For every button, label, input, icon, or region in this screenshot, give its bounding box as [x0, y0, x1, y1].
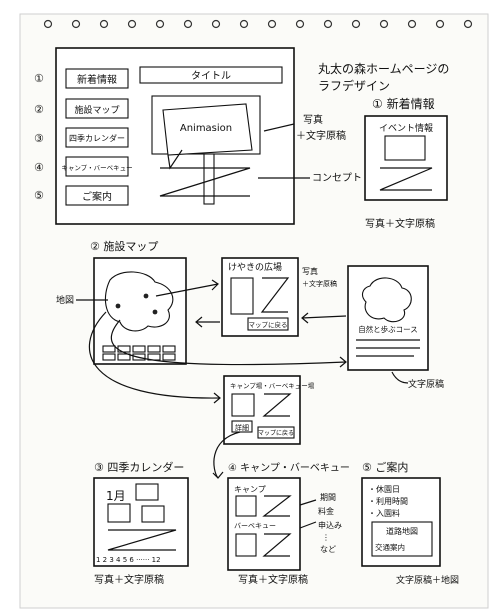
- camp-back-to-map-button[interactable]: マップに戻る: [257, 426, 295, 439]
- guide-item-fee: ・入園料: [368, 508, 400, 518]
- map-marker-1[interactable]: [143, 293, 149, 299]
- map-marker-3[interactable]: [115, 303, 121, 309]
- keyaki-note-1: 写真: [302, 266, 318, 276]
- menu-button-guide[interactable]: ご案内: [65, 185, 129, 206]
- bbq-label: バーベキュー: [234, 522, 276, 530]
- seasons-month: 1月: [106, 489, 126, 503]
- road-map-box: [371, 521, 433, 557]
- menu-number-2: ②: [34, 103, 44, 116]
- menu-button-calendar[interactable]: 四季カレンダー: [65, 127, 129, 148]
- camp-back-label: マップに戻る: [258, 429, 294, 437]
- guide-item-closed-days: ・休園日: [368, 484, 400, 494]
- keyaki-note-2: ＋文字原稿: [302, 279, 337, 288]
- svg-text:⋮: ⋮: [322, 533, 330, 542]
- news-section: ① 新着情報 イベント情報 写真＋文字原稿: [364, 96, 448, 230]
- signboard: [162, 103, 253, 156]
- svg-text:料金: 料金: [318, 506, 334, 516]
- menu-number-3: ③: [34, 132, 44, 145]
- menu-label-news: 新着情報: [77, 73, 117, 86]
- concept-note: コンセプト: [312, 172, 362, 184]
- camp-text-placeholder: [262, 495, 292, 517]
- seasons-days[interactable]: 1 2 3 4 5 6 ······ 12: [96, 556, 161, 564]
- camp-detail-title: キャンプ場・バーベキュー場: [230, 381, 315, 390]
- seasons-section: ③ 四季カレンダー 1月 1 2 3 4 5 6 ······ 12 写真＋文字…: [93, 460, 189, 586]
- news-photo: [384, 135, 426, 161]
- photo-note-2: ＋文字原稿: [296, 129, 346, 142]
- news-text-placeholder: [379, 167, 433, 191]
- camp-heading: ④ キャンプ・バーベキュー: [228, 462, 350, 474]
- binding-holes: [43, 19, 473, 29]
- menu-button-camp-bbq[interactable]: キャンプ・バーベキュー: [61, 156, 133, 177]
- sheet-title-line1: 丸太の森ホームページの: [318, 61, 449, 76]
- course-title: 自然と歩ぶコース: [358, 324, 418, 334]
- guide-heading: ⑤ ご案内: [362, 460, 408, 474]
- photo-note-1: 写真: [303, 113, 323, 126]
- menu-label-guide: ご案内: [82, 190, 112, 203]
- bbq-photo: [235, 533, 257, 557]
- camp-bbq-section: ④ キャンプ・バーベキュー キャンプ バーベキュー 期間 料金 申込み ⋮ など…: [227, 462, 350, 586]
- flow-arrows: [88, 279, 347, 479]
- seasons-photo-1: [135, 483, 159, 501]
- course-caption: 文字原稿: [408, 378, 444, 390]
- camp-photo: [235, 495, 257, 517]
- guide-item-hours: ・利用時間: [368, 496, 408, 506]
- menu-label-calendar: 四季カレンダー: [69, 133, 125, 143]
- menu-label-facility-map: 施設マップ: [74, 104, 119, 116]
- news-heading: ① 新着情報: [372, 96, 435, 111]
- seasons-caption: 写真＋文字原稿: [94, 573, 164, 586]
- map-marker-2[interactable]: [152, 309, 158, 315]
- menu-button-news[interactable]: 新着情報: [65, 68, 129, 89]
- title-bar: [139, 66, 283, 84]
- seasons-photo-2: [107, 503, 131, 523]
- camp-label: キャンプ: [234, 485, 266, 494]
- facility-heading: ② 施設マップ: [90, 239, 158, 253]
- camp-notes: 期間 料金 申込み ⋮ など: [318, 493, 342, 554]
- title-bar-label: タイトル: [191, 70, 231, 82]
- seasons-heading: ③ 四季カレンダー: [94, 460, 184, 474]
- map-label: 地図: [56, 294, 74, 306]
- camp-caption: 写真＋文字原稿: [238, 573, 308, 586]
- keyaki-title: けやきの広場: [228, 261, 282, 273]
- camp-detail-photo: [231, 393, 255, 417]
- keyaki-back-label: マップに戻る: [249, 320, 288, 329]
- facility-map-section: ② 施設マップ 地図 けやきの広場 マップに戻る 写真: [56, 239, 444, 479]
- menu-number-1: ①: [34, 72, 44, 85]
- guide-section: ⑤ ご案内 ・休園日 ・利用時間 ・入園料 道路地図 交通案内 文字原稿＋地図: [361, 460, 459, 586]
- guide-caption: 文字原稿＋地図: [396, 574, 459, 586]
- keyaki-back-to-map-button[interactable]: マップに戻る: [247, 317, 289, 331]
- concept-placeholder: [159, 167, 251, 197]
- camp-detail-text-placeholder: [262, 393, 292, 417]
- menu-number-5: ⑤: [34, 189, 44, 202]
- keyaki-text-placeholder: [260, 277, 290, 313]
- news-caption: 写真＋文字原稿: [365, 217, 435, 230]
- camp-detail-button[interactable]: 詳細: [231, 420, 253, 433]
- course-map: [361, 277, 412, 323]
- keyaki-photo: [230, 277, 254, 315]
- top-page-wireframe: ① ② ③ ④ ⑤ 新着情報 施設マップ 四季カレンダー キャンプ・バーベキュー…: [34, 47, 362, 225]
- menu-number-4: ④: [34, 161, 44, 174]
- road-map-label: 道路地図: [386, 526, 418, 536]
- seasons-text-placeholder: [107, 529, 177, 551]
- sheet-title-line2: ラフデザイン: [318, 78, 390, 93]
- camp-detail-button-label: 詳細: [235, 423, 249, 432]
- svg-text:期間: 期間: [320, 493, 336, 502]
- menu-label-camp-bbq: キャンプ・バーベキュー: [61, 164, 132, 172]
- menu-button-facility-map[interactable]: 施設マップ: [65, 98, 129, 119]
- traffic-info-label: 交通案内: [375, 542, 405, 552]
- bbq-text-placeholder: [262, 533, 292, 557]
- svg-text:など: など: [320, 545, 336, 554]
- course-text-lines: [356, 339, 420, 357]
- svg-text:申込み: 申込み: [318, 520, 342, 530]
- seasons-photo-3: [141, 505, 165, 523]
- animation-label: Animasion: [180, 123, 232, 134]
- map-blob: [104, 271, 174, 332]
- event-info-title: イベント情報: [379, 122, 433, 134]
